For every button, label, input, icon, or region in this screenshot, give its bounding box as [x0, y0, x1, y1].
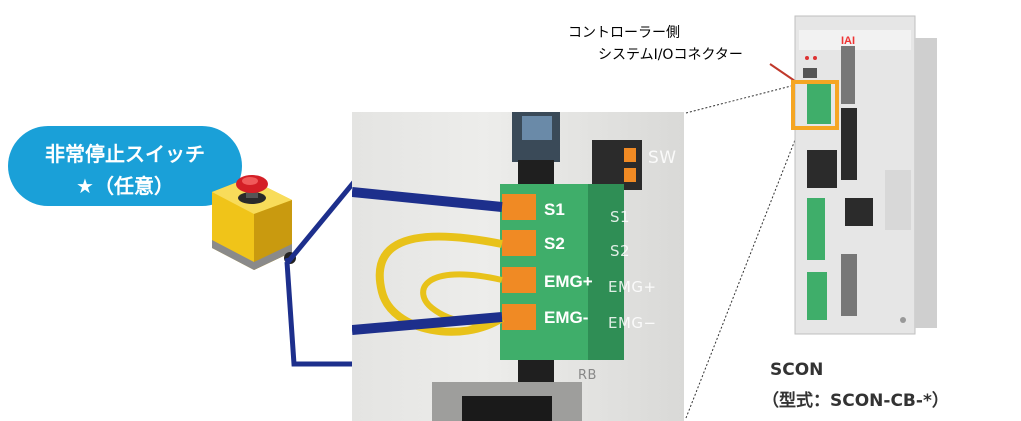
emergency-stop-callout: 非常停止スイッチ ★（任意） [8, 126, 242, 206]
leader-line-top [685, 84, 796, 114]
terminal-emg-plus-label: EMG+ [544, 272, 593, 291]
callout-title: 非常停止スイッチ [45, 142, 205, 166]
s1-printed-label: S1 [610, 208, 631, 226]
scon-controller-image: IAI [791, 15, 937, 335]
terminal-s1-label: S1 [544, 200, 565, 219]
callout-subtitle: ★（任意） [76, 174, 174, 198]
emg-minus-printed-label: EMG− [608, 314, 657, 332]
controller-label-line1: コントローラー側 [568, 25, 680, 41]
leader-line-bottom [685, 139, 796, 419]
device-model: （型式：SCON-CB-*） [762, 391, 949, 411]
terminal-photo: SW S1 S2 EMG+ EMG− RB S1 S2 EMG+ EMG- [352, 112, 684, 421]
controller-connector-label: コントローラー側 システムI/Oコネクター [568, 22, 743, 66]
emg-plus-printed-label: EMG+ [608, 278, 657, 296]
controller-label-line2: システムI/Oコネクター [598, 47, 743, 63]
terminal-emg-minus-label: EMG- [544, 308, 589, 327]
sw-label: SW [648, 148, 677, 168]
connector-highlight [791, 80, 839, 130]
terminal-s2-label: S2 [544, 234, 565, 253]
device-name: SCON [770, 360, 824, 380]
rb-label: RB [578, 368, 597, 383]
brand-logo: IAI [841, 35, 855, 47]
s2-printed-label: S2 [610, 242, 631, 260]
